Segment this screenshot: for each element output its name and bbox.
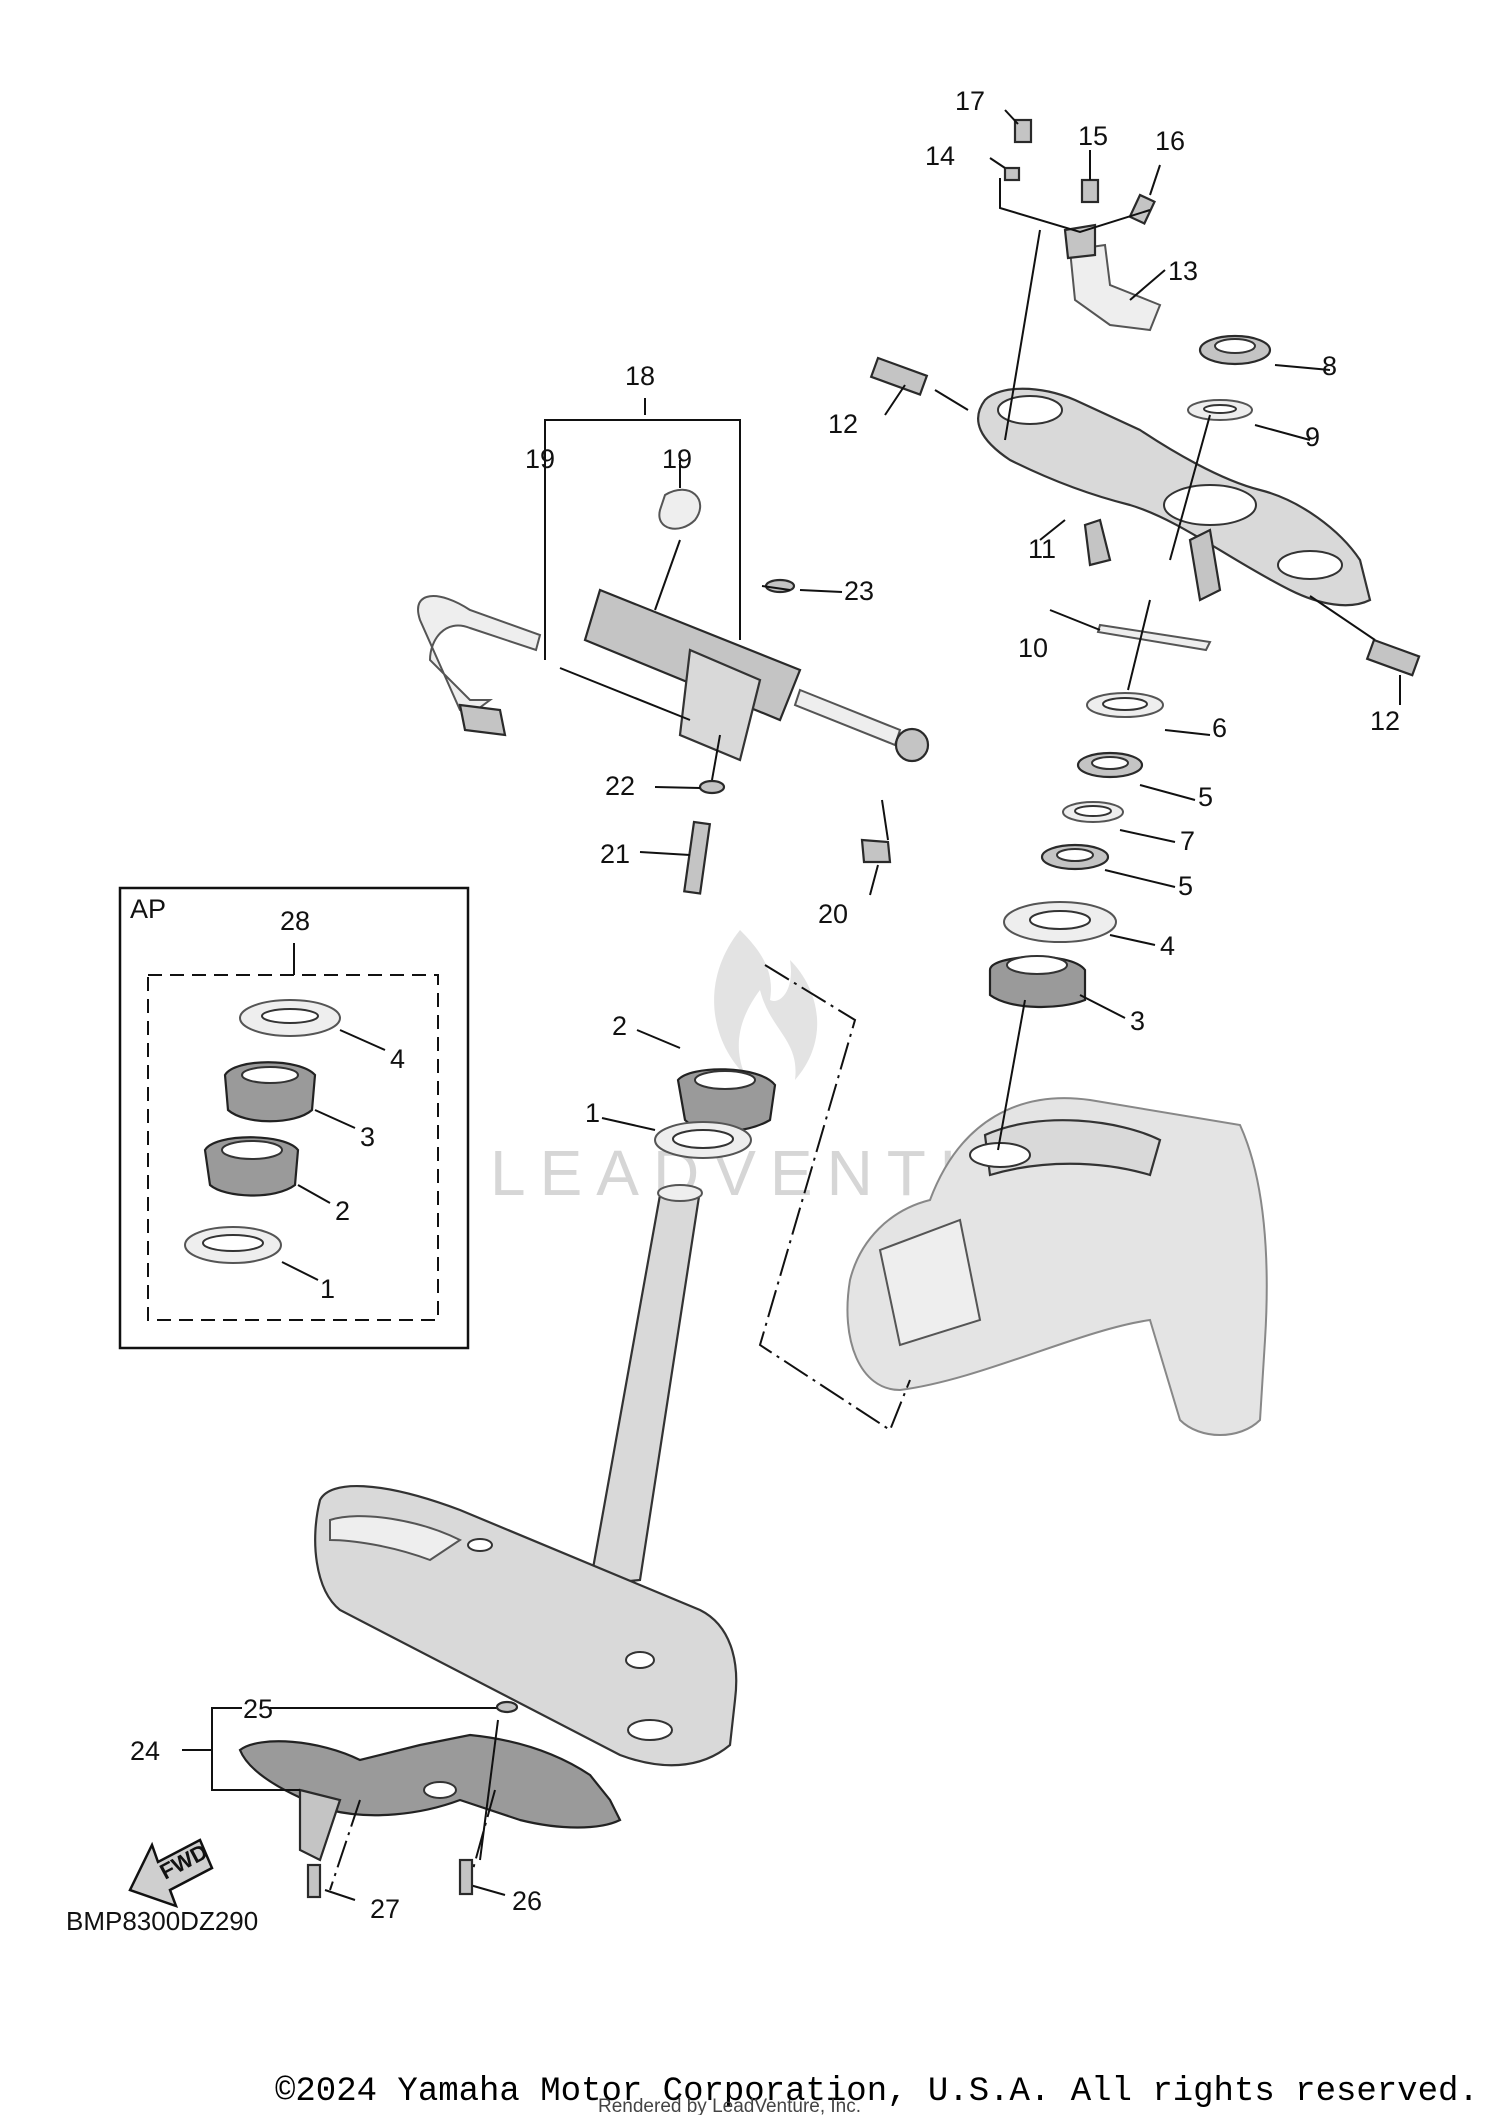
- callout-7: 7: [1180, 826, 1195, 856]
- callout-16: 16: [1155, 126, 1185, 156]
- callout-6: 6: [1212, 713, 1227, 743]
- callout-12-lower: 12: [1370, 706, 1400, 736]
- callout-3: 3: [1130, 1006, 1145, 1036]
- callout-26: 26: [512, 1886, 542, 1916]
- bracket-nuts-washers: [1187, 334, 1272, 421]
- ap-box-title: AP: [130, 894, 166, 924]
- callout-14: 14: [925, 141, 955, 171]
- callout-20: 20: [818, 899, 848, 929]
- ap-callout-4: 4: [390, 1044, 405, 1074]
- callout-22: 22: [605, 771, 635, 801]
- ap-callout-2: 2: [335, 1196, 350, 1226]
- callout-5-upper: 5: [1198, 782, 1213, 812]
- callout-1: 1: [585, 1098, 600, 1128]
- diagram-code: BMP8300DZ290: [66, 1906, 258, 1936]
- lower-bearing: [654, 1068, 777, 1159]
- bracket-13: [1063, 223, 1162, 332]
- lower-cover: [238, 1733, 622, 1862]
- ap-kit-number: 28: [280, 906, 310, 936]
- callout-18: 18: [625, 361, 655, 391]
- callouts: 17 14 15 16 13 8 12 9 11 10 12 6 5 7 5 4…: [130, 86, 1400, 1924]
- callout-13: 13: [1168, 256, 1198, 286]
- ap-box: AP 28 4 3 2 1: [118, 886, 470, 1350]
- callout-12-upper: 12: [828, 409, 858, 439]
- callout-27: 27: [370, 1894, 400, 1924]
- callout-2: 2: [612, 1011, 627, 1041]
- callout-9: 9: [1305, 422, 1320, 452]
- ap-callout-1: 1: [320, 1274, 335, 1304]
- callout-24: 24: [130, 1736, 160, 1766]
- callout-10: 10: [1018, 633, 1048, 663]
- callout-25: 25: [243, 1694, 273, 1724]
- leader-lines: [182, 109, 1401, 1901]
- callout-8: 8: [1322, 351, 1337, 381]
- ap-callout-3: 3: [360, 1122, 375, 1152]
- bolts-lower: [306, 1700, 519, 1899]
- steering-damper: [417, 488, 930, 895]
- bearing-stack: [988, 692, 1164, 1009]
- callout-17: 17: [955, 86, 985, 116]
- under-bracket-steering-stem: [314, 1184, 738, 1767]
- guide-lines: [329, 964, 911, 1891]
- rendered-by-text: Rendered by LeadVenture, Inc.: [598, 2096, 861, 2115]
- frame-head-pipe: [846, 1097, 1268, 1436]
- callout-21: 21: [600, 839, 630, 869]
- callout-4: 4: [1160, 931, 1175, 961]
- callout-23: 23: [844, 576, 874, 606]
- callout-19-right: 19: [662, 444, 692, 474]
- callout-15: 15: [1078, 121, 1108, 151]
- fwd-arrow-icon: FWD: [128, 1838, 214, 1909]
- copyright-text: ©2024 Yamaha Motor Corporation, U.S.A. A…: [275, 2073, 1479, 2111]
- callout-19-left: 19: [525, 444, 555, 474]
- callout-5-lower: 5: [1178, 871, 1193, 901]
- upper-bracket: [977, 387, 1372, 607]
- callout-11: 11: [1028, 534, 1056, 564]
